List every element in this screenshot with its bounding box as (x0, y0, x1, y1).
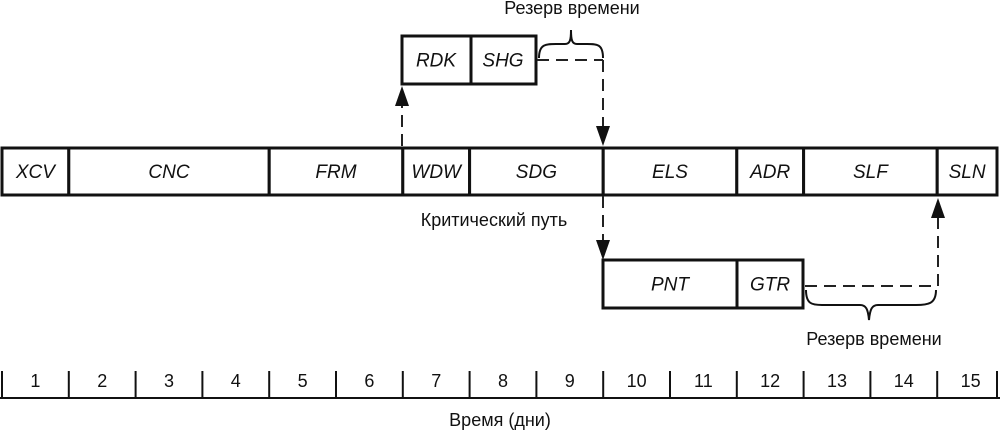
day-label: 9 (565, 371, 575, 391)
arrow-down-icon (596, 240, 610, 260)
task-label-xcv: XCV (15, 162, 57, 183)
task-box-els (601, 146, 739, 197)
day-label: 7 (431, 371, 441, 391)
task-box-slf (802, 146, 939, 197)
task-box-wdw (401, 146, 472, 197)
critical-path-row: XCV CNC FRM WDW SDG ELS ADR SLF SLN (0, 146, 999, 197)
task-box-gtr (735, 258, 805, 310)
day-label: 12 (760, 371, 780, 391)
day-label: 14 (894, 371, 914, 391)
task-label-els: ELS (652, 162, 688, 183)
day-label: 13 (827, 371, 847, 391)
day-label: 4 (231, 371, 241, 391)
task-label-sdg: SDG (516, 162, 557, 183)
task-label-rdk: RDK (416, 51, 457, 72)
task-label-shg: SHG (482, 51, 523, 72)
arrow-up-icon (395, 86, 409, 106)
slack-label-upper: Резерв времени (504, 0, 639, 18)
task-box-sln (935, 146, 999, 197)
day-label: 11 (694, 371, 713, 391)
task-label-cnc: CNC (148, 162, 189, 183)
day-label: 2 (97, 371, 107, 391)
time-axis-label: Время (дни) (449, 410, 551, 430)
day-label: 15 (961, 371, 981, 391)
task-label-adr: ADR (749, 162, 790, 183)
task-box-cnc (67, 146, 271, 197)
task-label-gtr: GTR (750, 275, 790, 296)
task-box-adr (735, 146, 806, 197)
task-label-slf: SLF (853, 162, 889, 183)
task-label-frm: FRM (315, 162, 356, 183)
lower-branch: PNT GTR Резерв времени (596, 196, 945, 349)
day-label: 8 (498, 371, 508, 391)
task-box-frm (267, 146, 405, 197)
arrow-down-icon (596, 126, 610, 146)
task-label-wdw: WDW (411, 162, 463, 183)
task-box-sdg (468, 146, 605, 197)
day-label: 3 (164, 371, 174, 391)
day-label: 6 (364, 371, 374, 391)
task-label-sln: SLN (949, 162, 986, 183)
critical-path-label: Критический путь (421, 210, 568, 230)
task-box-rdk (400, 34, 473, 86)
day-label: 5 (298, 371, 308, 391)
upper-branch: RDK SHG Резерв времени (395, 0, 640, 146)
slack-brace-lower (805, 289, 937, 321)
day-label: 10 (627, 371, 647, 391)
task-label-pnt: PNT (651, 275, 690, 296)
arrow-up-icon (931, 198, 945, 218)
task-box-shg (469, 34, 538, 86)
day-label: 1 (30, 371, 40, 391)
slack-label-lower: Резерв времени (806, 329, 941, 349)
slack-brace-upper (538, 29, 604, 59)
